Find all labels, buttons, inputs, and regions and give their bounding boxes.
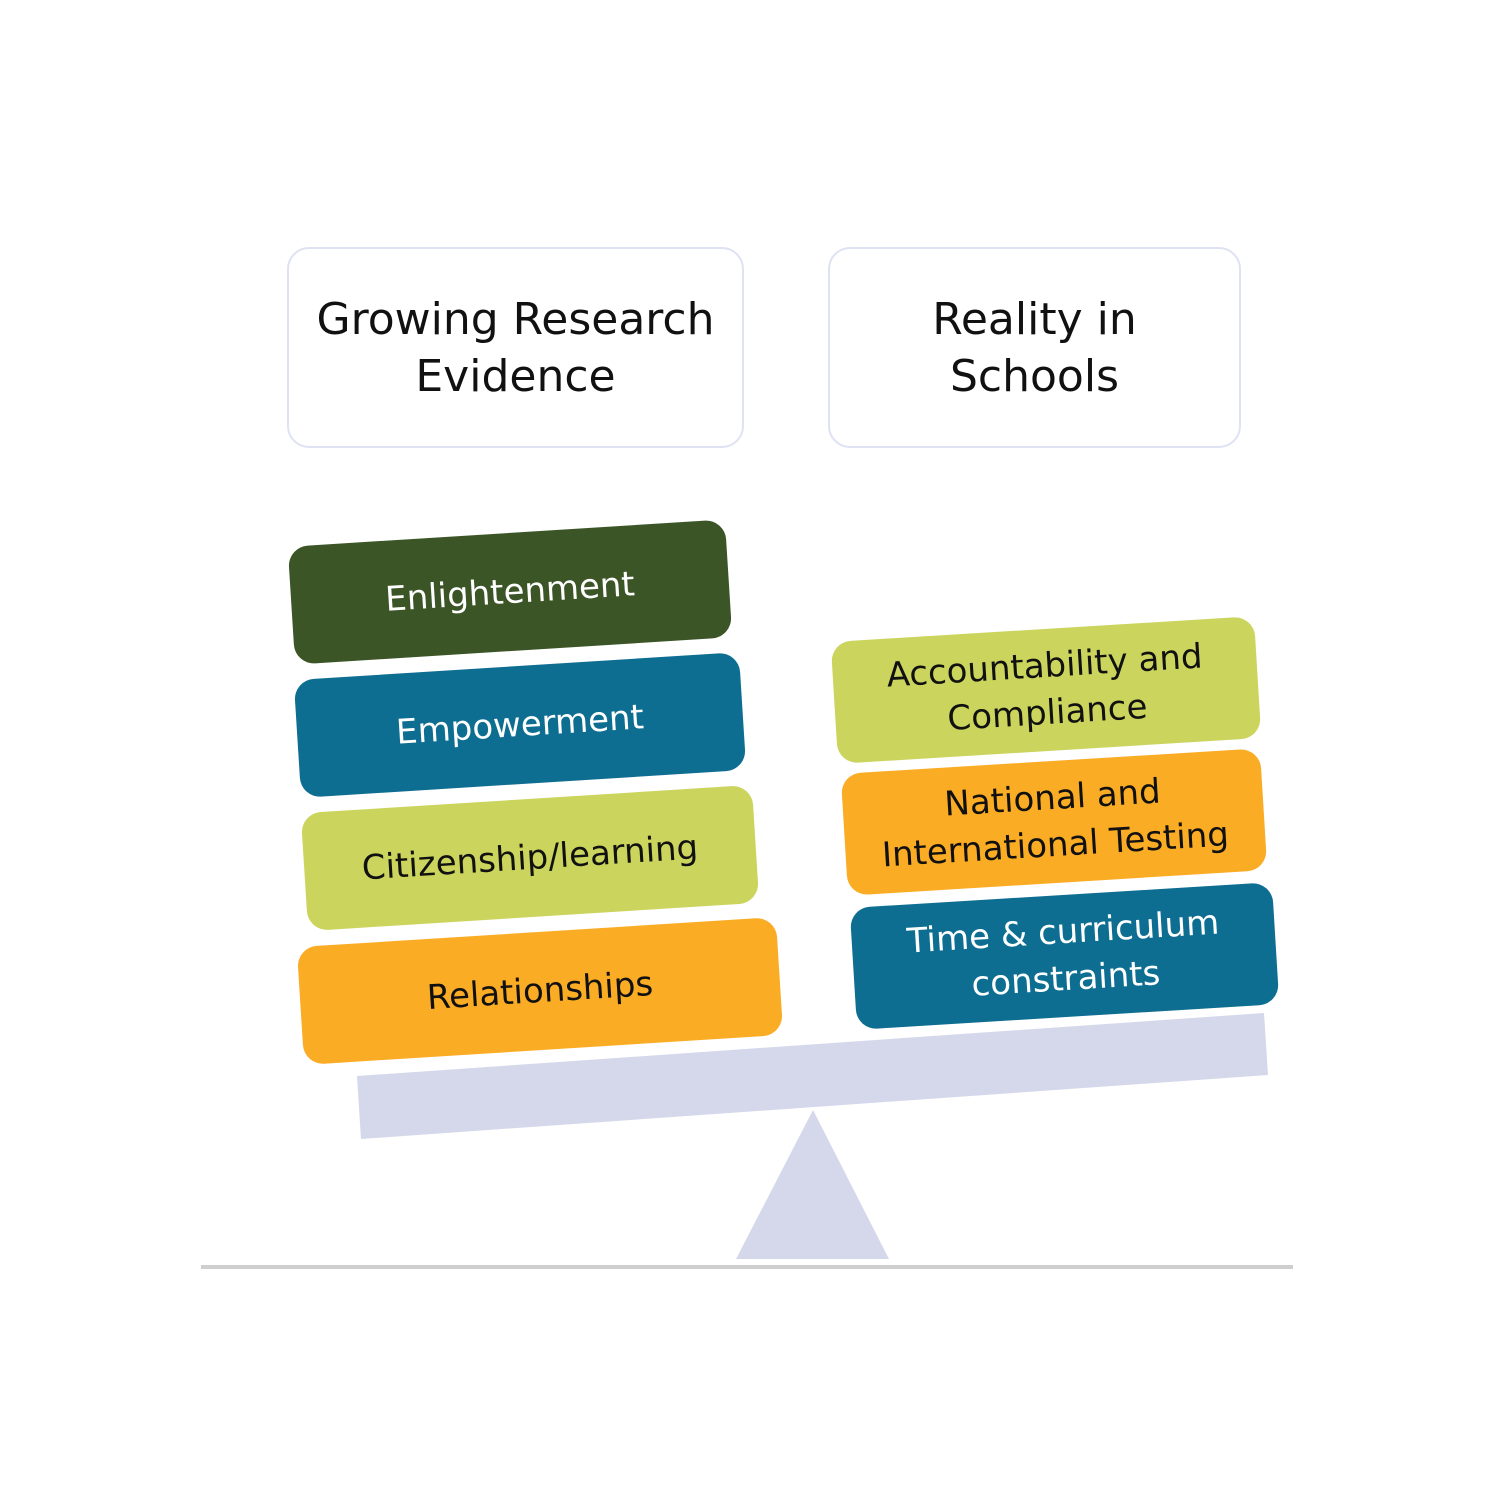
block-accountability-compliance: Accountability and Compliance	[830, 616, 1262, 764]
scale-beam	[357, 1013, 1268, 1139]
header-reality-in-schools: Reality in Schools	[828, 247, 1241, 448]
header-growing-research-evidence: Growing Research Evidence	[287, 247, 744, 448]
scale-fulcrum	[736, 1110, 889, 1259]
block-national-international-testing: National and International Testing	[840, 748, 1268, 896]
block-time-curriculum-constraints: Time & curriculum constraints	[849, 882, 1280, 1030]
